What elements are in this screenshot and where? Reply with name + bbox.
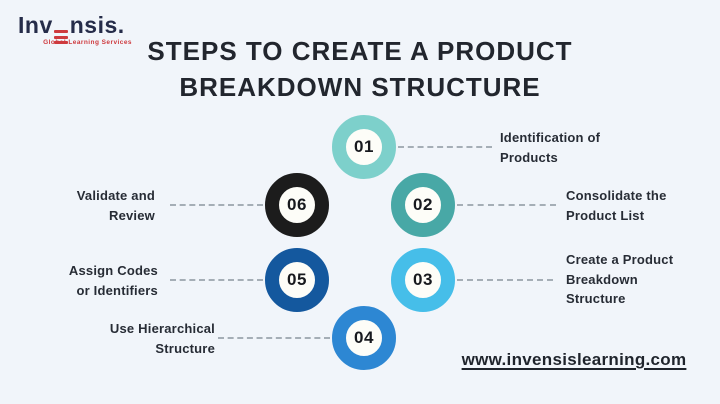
step-circle-03: 03 (391, 248, 455, 312)
step-circle-04: 04 (332, 306, 396, 370)
step-number-06: 06 (287, 195, 307, 214)
logo-text-after: nsis. (69, 12, 125, 38)
connector-line-02 (457, 204, 556, 206)
logo-text-before: Inv (18, 12, 53, 38)
step-number-01: 01 (354, 137, 374, 156)
website-link[interactable]: www.invensislearning.com (461, 350, 687, 369)
step-label-03: Create a Product Breakdown Structure (566, 252, 674, 306)
step-label-04: Use Hierarchical Structure (109, 321, 215, 356)
step-number-02: 02 (413, 195, 433, 214)
connector-line-01 (398, 146, 492, 148)
step-label-02: Consolidate the Product List (566, 188, 667, 223)
step-number-05: 05 (287, 270, 307, 289)
connector-line-05 (170, 279, 263, 281)
page-title: STEPS TO CREATE A PRODUCT BREAKDOWN STRU… (147, 36, 573, 102)
connector-line-06 (170, 204, 263, 206)
logo-e-bars-icon (54, 30, 69, 44)
step-number-04: 04 (354, 328, 374, 347)
logo-tagline: Global Learning Services (43, 39, 132, 46)
connector-line-03 (457, 279, 553, 281)
step-label-05: Assign Codes or Identifiers (68, 263, 158, 298)
step-circle-01: 01 (332, 115, 396, 179)
brand-logo: Inv nsis. (18, 12, 125, 44)
step-label-01: Identification of Products (500, 130, 601, 165)
step-label-06: Validate and Review (76, 188, 155, 223)
step-circle-05: 05 (265, 248, 329, 312)
step-number-03: 03 (413, 270, 433, 289)
step-circle-02: 02 (391, 173, 455, 237)
step-circle-06: 06 (265, 173, 329, 237)
connector-line-04 (218, 337, 330, 339)
